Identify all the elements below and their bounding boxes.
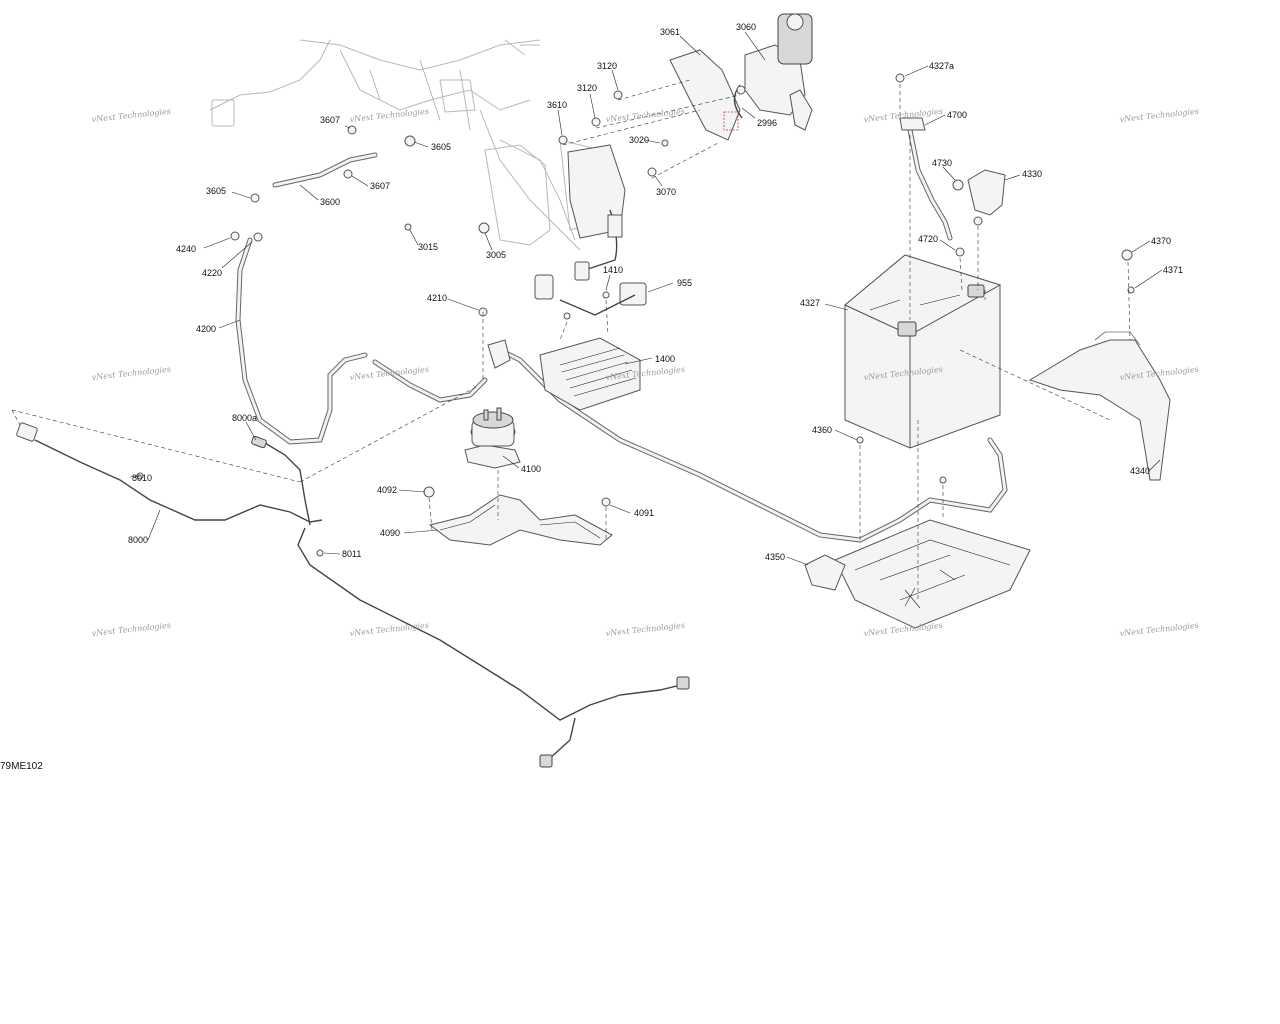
part-label-1400: 1400 <box>655 354 675 364</box>
part-label-4340: 4340 <box>1130 466 1150 476</box>
part-label-3020: 3020 <box>629 135 649 145</box>
watermark: vNext Technologies <box>349 365 429 382</box>
part-labels: 3061 3060 3120 3120 3610 3020 3070 2996 … <box>128 22 1183 562</box>
part-label-8011: 8011 <box>342 549 361 559</box>
part-label-4090: 4090 <box>380 528 400 538</box>
actuator-motor-assembly <box>669 13 813 141</box>
part-label-4200: 4200 <box>196 324 216 334</box>
part-label-4370: 4370 <box>1151 236 1171 246</box>
part-label-1410: 1410 <box>603 265 623 275</box>
part-label-8000a: 8000a <box>232 413 257 423</box>
watermark: vNext Technologies <box>1119 107 1199 124</box>
part-label-4091: 4091 <box>634 508 654 518</box>
battery-tray-4350 <box>804 519 1031 629</box>
voltage-regulator-1400 <box>539 337 641 411</box>
part-label-3610: 3610 <box>547 100 567 110</box>
part-label-3605: 3605 <box>431 142 451 152</box>
part-label-3061: 3061 <box>660 27 680 37</box>
wiring-harness-8000 <box>16 422 690 768</box>
highlight-mark <box>723 111 739 131</box>
part-label-4327a: 4327a <box>929 61 954 71</box>
part-label-3060: 3060 <box>736 22 756 32</box>
leader-lines <box>129 31 1163 566</box>
part-label-8010: 8010 <box>132 473 152 483</box>
solenoid-bracket-4090 <box>428 494 613 546</box>
solenoid-4100 <box>464 407 521 469</box>
part-label-4092: 4092 <box>377 485 397 495</box>
part-label-3605: 3605 <box>206 186 226 196</box>
watermark: vNext Technologies <box>91 621 171 638</box>
part-label-3120: 3120 <box>597 61 617 71</box>
fuse-box-harness <box>484 144 647 316</box>
watermark: vNext Technologies <box>605 107 685 124</box>
part-label-4240: 4240 <box>176 244 196 254</box>
watermark: vNext Technologies <box>1119 621 1199 638</box>
part-label-4330: 4330 <box>1022 169 1042 179</box>
fasteners <box>136 73 1135 557</box>
battery-cable-4200 <box>235 237 488 445</box>
part-label-4350: 4350 <box>765 552 785 562</box>
part-label-3070: 3070 <box>656 187 676 197</box>
part-label-4720: 4720 <box>918 234 938 244</box>
part-label-4220: 4220 <box>202 268 222 278</box>
part-label-4210: 4210 <box>427 293 447 303</box>
diagram-code: 79ME102 <box>0 761 43 772</box>
watermark: vNext Technologies <box>91 107 171 124</box>
terminal-cover-4330 <box>967 169 1006 216</box>
part-label-8000: 8000 <box>128 535 148 545</box>
watermark: vNext Technologies <box>349 621 429 638</box>
watermark: vNext Technologies <box>605 621 685 638</box>
part-label-3607: 3607 <box>370 181 390 191</box>
battery-bracket-4340 <box>1028 331 1171 481</box>
watermark: vNext Technologies <box>349 107 429 124</box>
part-label-4700: 4700 <box>947 110 967 120</box>
part-label-3015: 3015 <box>418 242 438 252</box>
ground-strap-3600 <box>272 152 378 188</box>
watermark: vNext Technologies <box>863 621 943 638</box>
part-label-4360: 4360 <box>812 425 832 435</box>
part-label-4100: 4100 <box>521 464 541 474</box>
watermarks: vNext Technologies vNext Technologies vN… <box>91 107 1199 638</box>
part-label-3607: 3607 <box>320 115 340 125</box>
part-label-3600: 3600 <box>320 197 340 207</box>
part-label-2996: 2996 <box>757 118 777 128</box>
part-label-4730: 4730 <box>932 158 952 168</box>
part-label-4371: 4371 <box>1163 265 1183 275</box>
assembly-dashed-lines <box>11 79 1131 600</box>
part-label-955: 955 <box>677 278 692 288</box>
part-label-3005: 3005 <box>486 250 506 260</box>
watermark: vNext Technologies <box>91 365 171 382</box>
part-label-4327: 4327 <box>800 298 820 308</box>
part-label-3120: 3120 <box>577 83 597 93</box>
battery-4327 <box>844 254 1002 449</box>
battery-cable-4700 <box>899 117 953 241</box>
